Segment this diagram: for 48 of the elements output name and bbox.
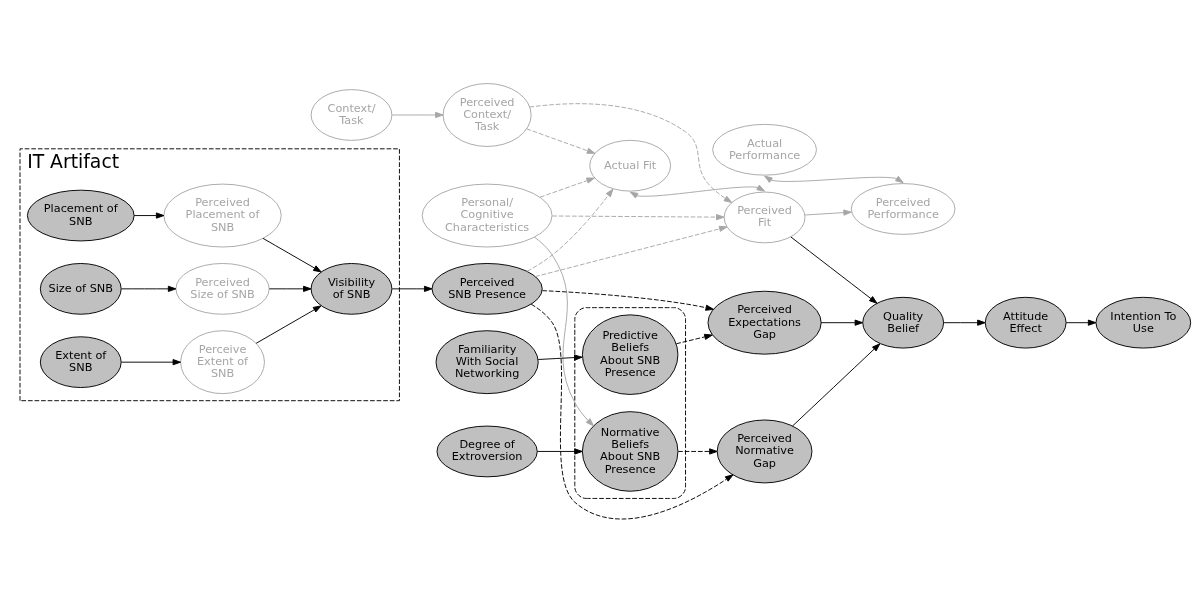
arrow [551, 213, 725, 220]
node-ellipse: Context/ Task [310, 88, 393, 141]
node-ellipse: Degree of Extroversion [436, 425, 538, 477]
node-ellipse: Predictive Beliefs About SNB Presence [581, 313, 679, 395]
arrow [537, 353, 583, 361]
node-ellipse: Actual Performance [712, 123, 817, 176]
node-ellipse: Perceived SNB Presence [431, 262, 543, 315]
arrow [820, 319, 864, 326]
node-ellipse: Personal/ Cognitive Characteristics [421, 183, 553, 247]
arrow [943, 319, 986, 326]
arrow [764, 175, 904, 183]
arrow [262, 237, 322, 272]
arrow [391, 111, 444, 118]
arrow [529, 102, 733, 203]
arrow [677, 447, 718, 455]
node-ellipse: Extent of SNB [39, 335, 122, 388]
arrow [526, 127, 596, 154]
node-ellipse: Perceived Size of SNB [175, 262, 270, 315]
arrow [530, 303, 734, 519]
arrow [268, 285, 312, 292]
arrow [533, 236, 594, 426]
arrow [526, 188, 614, 272]
arrow [539, 177, 595, 198]
arrow [536, 447, 583, 455]
arrow [391, 285, 433, 292]
node-ellipse: Intention To Use [1095, 296, 1192, 349]
arrow [255, 304, 322, 344]
node-ellipse: Placement of SNB [26, 189, 135, 241]
arrow [675, 333, 713, 344]
arrow [790, 236, 878, 304]
node-ellipse: Normative Beliefs About SNB Presence [581, 410, 679, 492]
node-ellipse: Perceived Context/ Task [442, 82, 532, 147]
arrow [629, 184, 766, 198]
arrow [1065, 319, 1097, 326]
arrow [120, 285, 177, 292]
node-ellipse: Perceive Extent of SNB [180, 329, 265, 394]
arrow [133, 211, 165, 219]
arrow [120, 358, 182, 365]
arrow [804, 209, 852, 216]
arrow [792, 342, 881, 426]
node-ellipse: Perceived Placement of SNB [163, 183, 282, 247]
node-ellipse: Attitude Effect [984, 296, 1067, 349]
node-ellipse: Perceived Performance [850, 182, 956, 235]
node-ellipse: Familiarity With Social Networking [435, 329, 539, 394]
node-ellipse: Actual Fit [589, 139, 672, 192]
arrow [534, 225, 728, 277]
arrow [541, 289, 714, 311]
node-ellipse: Size of SNB [39, 262, 122, 315]
